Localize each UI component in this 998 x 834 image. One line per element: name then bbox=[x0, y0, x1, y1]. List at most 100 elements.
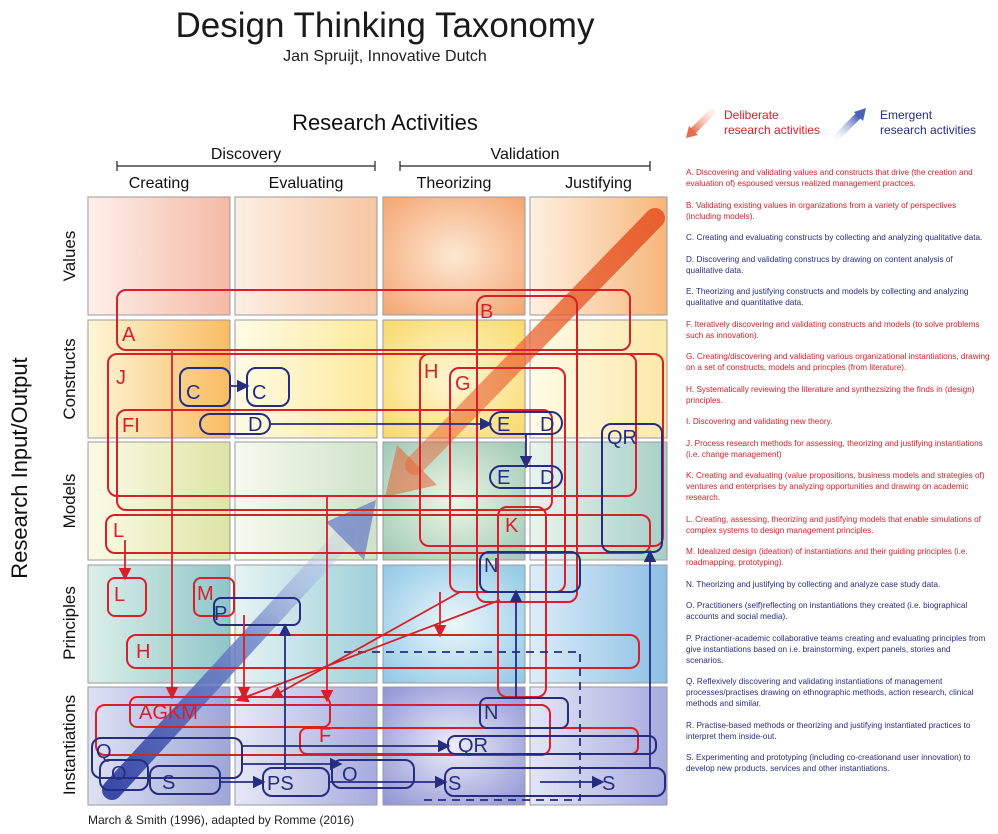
note-item: G. Creating/discovering and validating v… bbox=[686, 352, 990, 372]
letter-H-principles: H bbox=[136, 641, 150, 663]
box-C1 bbox=[179, 367, 231, 407]
letter-FI: FI bbox=[122, 415, 140, 437]
page-subtitle: Jan Spruijt, Innovative Dutch bbox=[283, 48, 487, 65]
letter-G: G bbox=[455, 373, 471, 395]
note-item: Q. Reflexively discovering and validatin… bbox=[686, 677, 974, 708]
column-group-brackets bbox=[116, 161, 651, 171]
cell-values-theorizing bbox=[382, 196, 526, 316]
letter-S2: S bbox=[448, 773, 461, 795]
box-QR bbox=[601, 423, 663, 553]
letter-B: B bbox=[480, 301, 493, 323]
row-values: Values bbox=[60, 230, 79, 282]
note-item: C. Creating and evaluating constructs by… bbox=[686, 233, 983, 242]
row-models: Models bbox=[60, 473, 79, 529]
cell-principles-theorizing bbox=[382, 564, 526, 684]
note-item: K. Creating and evaluating (value propos… bbox=[686, 471, 985, 502]
cell-models-justifying bbox=[529, 441, 668, 561]
column-evaluating: Evaluating bbox=[268, 175, 344, 192]
dashed-connector bbox=[344, 651, 581, 801]
group-discovery: Discovery bbox=[210, 146, 282, 163]
letter-P: P bbox=[214, 603, 227, 625]
cell-values-evaluating bbox=[234, 196, 378, 316]
box-AGKM bbox=[129, 696, 331, 728]
box-N bbox=[479, 551, 581, 593]
box-S1 bbox=[149, 765, 221, 795]
letter-D1: D bbox=[540, 414, 554, 436]
legend-deliberate-line1: Deliberate bbox=[724, 108, 779, 122]
letter-L: L bbox=[113, 520, 124, 542]
letter-QR2: QR bbox=[458, 735, 488, 757]
letter-O2: O bbox=[342, 764, 358, 786]
note-item: M. Idealized design (ideation) of instan… bbox=[686, 547, 968, 567]
letter-J: J bbox=[116, 367, 126, 389]
note-item: B. Validating existing values in organiz… bbox=[686, 200, 957, 221]
letter-H: H bbox=[424, 361, 438, 383]
letter-S3: S bbox=[602, 773, 615, 795]
box-B bbox=[476, 295, 578, 603]
note-item: R. Practise-based methods or theorizing … bbox=[686, 720, 971, 741]
note-item: A. Discovering and validating values and… bbox=[686, 168, 973, 188]
letter-L-principle: L bbox=[114, 584, 125, 606]
letter-E1: E bbox=[497, 414, 510, 436]
cell-values-creating bbox=[87, 196, 231, 316]
emergent-boxes bbox=[91, 367, 666, 797]
note-item: E. Theorizing and justifying constructs … bbox=[686, 287, 969, 307]
letter-O: O bbox=[111, 763, 127, 785]
deliberate-boxes bbox=[95, 289, 664, 756]
box-FI bbox=[116, 409, 553, 511]
letter-A: A bbox=[122, 324, 136, 346]
box-L bbox=[105, 514, 651, 554]
column-creating: Creating bbox=[128, 175, 190, 192]
note-item: D. Discovering and validating construcs … bbox=[686, 254, 953, 275]
box-A bbox=[116, 289, 631, 351]
note-item: F. Iteratively discovering and validatin… bbox=[686, 319, 980, 340]
emergent-arrows bbox=[220, 379, 657, 789]
letter-N: N bbox=[484, 555, 498, 577]
box-N2 bbox=[479, 697, 569, 729]
box-O2 bbox=[331, 759, 415, 789]
letter-K: K bbox=[505, 515, 519, 537]
letter-QR: QR bbox=[607, 427, 637, 449]
legend-emergent-line1: Emergent bbox=[880, 108, 933, 122]
row-instantiations: Instantiations bbox=[60, 694, 79, 796]
legend-deliberate-line2: research activities bbox=[724, 123, 821, 137]
legend-emergent-icon bbox=[834, 108, 866, 140]
footer-citation: March & Smith (1996), adapted by Romme (… bbox=[88, 813, 355, 827]
cell-constructs-evaluating bbox=[234, 319, 378, 439]
notes-list: A. Discovering and validating values and… bbox=[686, 167, 990, 785]
box-Q bbox=[91, 737, 243, 779]
note-item: S. Experimenting and prototyping (includ… bbox=[686, 753, 971, 773]
note-item: O. Practitioners (self)reflecting on ins… bbox=[686, 601, 968, 621]
letter-N2: N bbox=[484, 702, 498, 724]
row-principles: Principles bbox=[60, 586, 79, 660]
legend-deliberate-icon bbox=[686, 108, 716, 138]
letter-F: F bbox=[319, 725, 331, 747]
note-item: P. Practioner-academic collaborative tea… bbox=[686, 633, 986, 665]
column-justifying: Justifying bbox=[565, 175, 632, 192]
column-theorizing: Theorizing bbox=[416, 175, 492, 192]
letter-D: D bbox=[248, 414, 262, 436]
legend-emergent: Emergent research activities bbox=[880, 108, 976, 138]
deliberate-arrows bbox=[118, 350, 501, 703]
letter-S1: S bbox=[162, 772, 175, 794]
note-item: H. Systematically reviewing the literatu… bbox=[686, 384, 975, 405]
page-title: Design Thinking Taxonomy bbox=[175, 6, 595, 45]
research-activities-heading: Research Activities bbox=[292, 110, 478, 135]
cell-principles-justifying bbox=[529, 564, 668, 684]
note-item: J. Process research methods for assessin… bbox=[686, 438, 983, 459]
note-item: L. Creating, assessing, theorizing and j… bbox=[686, 514, 981, 535]
letter-AGKM: AGKM bbox=[139, 702, 198, 724]
letter-Q: Q bbox=[96, 741, 112, 763]
letter-PS: PS bbox=[267, 773, 294, 795]
letter-E2: E bbox=[497, 467, 510, 489]
legend-emergent-line2: research activities bbox=[880, 123, 977, 137]
research-io-axis-label: Research Input/Output bbox=[7, 357, 32, 579]
box-P bbox=[213, 597, 301, 626]
letter-M: M bbox=[197, 583, 214, 605]
cell-models-creating bbox=[87, 441, 231, 561]
note-item: I. Discovering and validating new theory… bbox=[686, 417, 833, 426]
letter-C1: C bbox=[186, 382, 200, 404]
cell-constructs-creating bbox=[87, 319, 231, 439]
group-validation: Validation bbox=[490, 146, 560, 163]
